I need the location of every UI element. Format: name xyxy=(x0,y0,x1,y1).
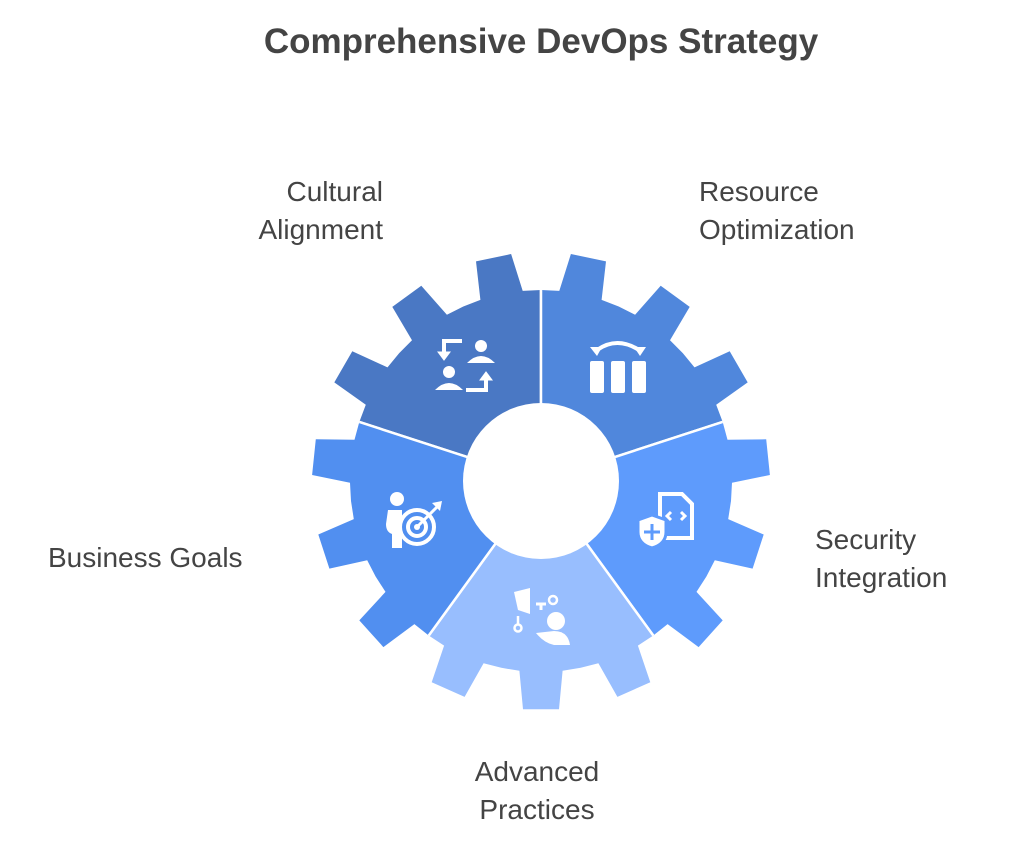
label-advanced-practices: Advanced Practices xyxy=(440,753,634,829)
tech-support-icon xyxy=(513,588,570,645)
label-resource-optimization: Resource Optimization xyxy=(699,173,855,249)
label-line: Integration xyxy=(815,562,948,593)
servers-transfer-icon xyxy=(590,341,646,393)
label-cultural-alignment: Cultural Alignment xyxy=(240,173,383,249)
label-line: Cultural xyxy=(286,176,383,207)
person-target-icon xyxy=(386,492,442,548)
label-line: Alignment xyxy=(258,214,383,245)
label-line: Business Goals xyxy=(48,542,243,573)
people-swap-icon xyxy=(435,339,495,392)
diagram-title: Comprehensive DevOps Strategy xyxy=(263,22,819,61)
label-security-integration: Security Integration xyxy=(815,521,947,597)
label-business-goals: Business Goals xyxy=(48,539,243,577)
label-line: Optimization xyxy=(699,214,855,245)
label-line: Advanced xyxy=(474,756,600,787)
gear-hub xyxy=(463,403,619,559)
label-line: Practices xyxy=(479,794,595,825)
shield-code-icon xyxy=(636,492,694,550)
label-line: Resource xyxy=(699,176,819,207)
label-line: Security xyxy=(815,524,917,555)
